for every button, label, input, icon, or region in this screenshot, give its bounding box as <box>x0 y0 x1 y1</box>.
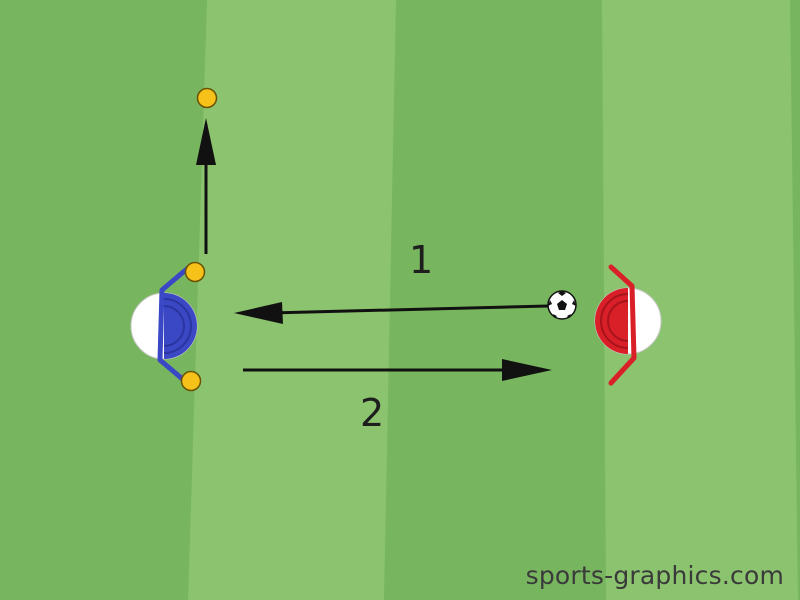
arrow-icon <box>196 118 216 165</box>
grass-stripe-dark <box>384 0 606 600</box>
player-red-icon <box>594 264 662 386</box>
cone-icon <box>196 87 218 109</box>
arrow-icon <box>234 302 283 324</box>
pass-label-1: 1 <box>409 238 434 282</box>
pass-arrow-1 <box>269 304 549 315</box>
player-blue-icon <box>130 265 198 385</box>
cones <box>180 87 218 392</box>
watermark[interactable]: sports-graphics.com <box>525 561 784 590</box>
soccer-ball-icon <box>547 290 577 320</box>
cone-icon <box>180 370 202 392</box>
grass-stripe-dark <box>790 0 800 600</box>
pass-label-2: 2 <box>360 391 385 435</box>
grass-stripe-dark <box>0 0 207 600</box>
cone-icon <box>184 261 206 283</box>
arrow-icon <box>502 359 552 381</box>
arrows <box>196 118 552 381</box>
